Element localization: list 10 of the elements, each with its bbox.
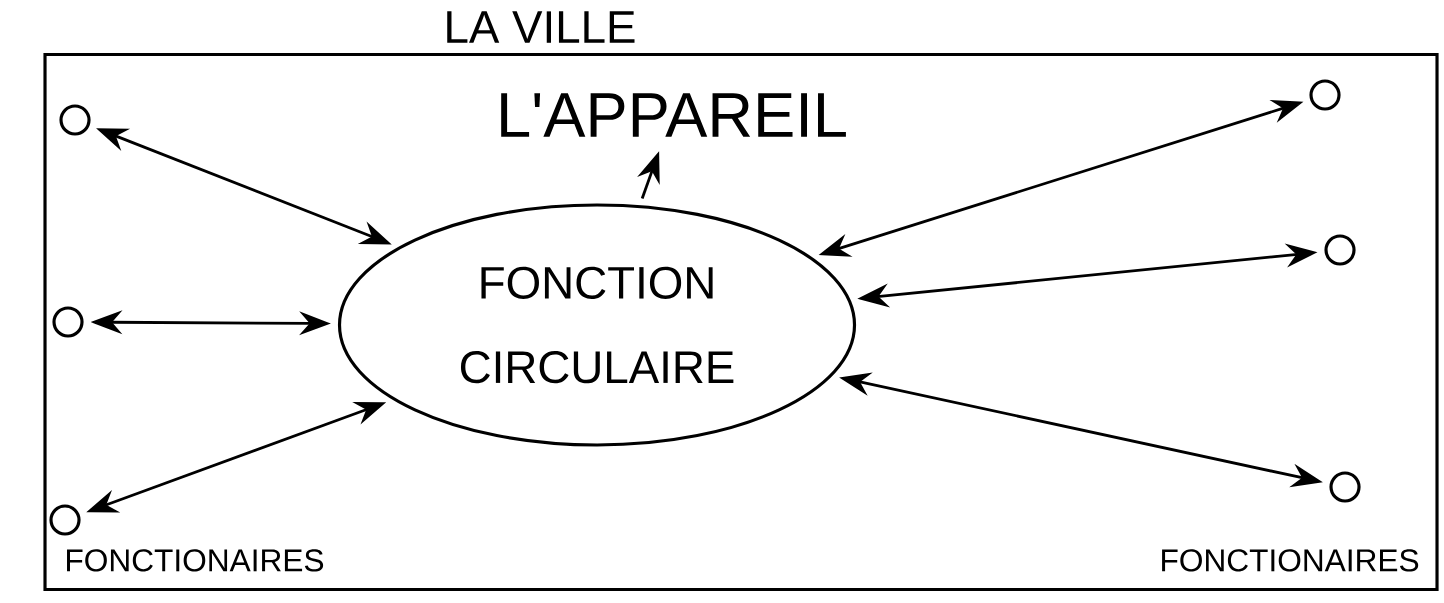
official-circle xyxy=(1309,79,1341,111)
official-circle xyxy=(1324,234,1356,266)
node-label: LA VILLE xyxy=(447,11,635,43)
caption-text: FONCTIONAIRES xyxy=(67,549,324,572)
caption-text: FONCTIONAIRES xyxy=(1162,549,1419,572)
official-circle xyxy=(1329,471,1361,503)
official-circle xyxy=(59,104,91,136)
apparatus-label: L'APPAREIL xyxy=(501,93,846,137)
official-circle xyxy=(49,504,81,536)
official-circle xyxy=(52,306,84,338)
